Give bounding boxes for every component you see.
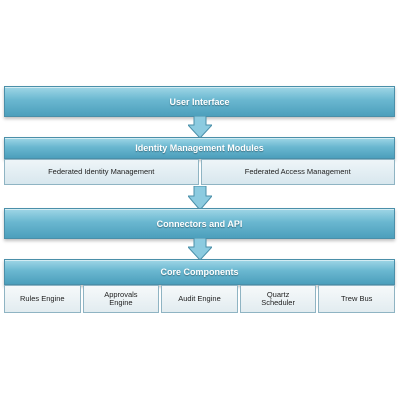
approvals-engine-cell: Approvals Engine [82, 285, 160, 313]
user-interface-bar: User Interface [4, 86, 395, 117]
down-arrow-icon [188, 186, 212, 210]
down-arrow-icon [188, 116, 212, 138]
identity-modules-row: Federated Identity Management Federated … [4, 159, 395, 185]
user-interface-layer: User Interface [4, 86, 395, 117]
rules-engine-cell: Rules Engine [4, 285, 81, 313]
quartz-scheduler-cell: Quartz Scheduler [239, 285, 317, 313]
federated-access-management-cell: Federated Access Management [200, 159, 395, 185]
audit-engine-cell: Audit Engine [161, 285, 238, 313]
federated-identity-management-cell: Federated Identity Management [4, 159, 199, 185]
connectors-bar: Connectors and API [4, 208, 395, 239]
connectors-layer: Connectors and API [4, 208, 395, 239]
trew-bus-cell: Trew Bus [318, 285, 395, 313]
down-arrow-icon [188, 238, 212, 260]
core-components-layer: Core Components Rules Engine Approvals E… [4, 259, 395, 313]
core-components-title: Core Components [4, 259, 395, 285]
identity-modules-layer: Identity Management Modules Federated Id… [4, 137, 395, 187]
core-components-row: Rules Engine Approvals Engine Audit Engi… [4, 285, 395, 313]
identity-modules-title: Identity Management Modules [4, 137, 395, 159]
